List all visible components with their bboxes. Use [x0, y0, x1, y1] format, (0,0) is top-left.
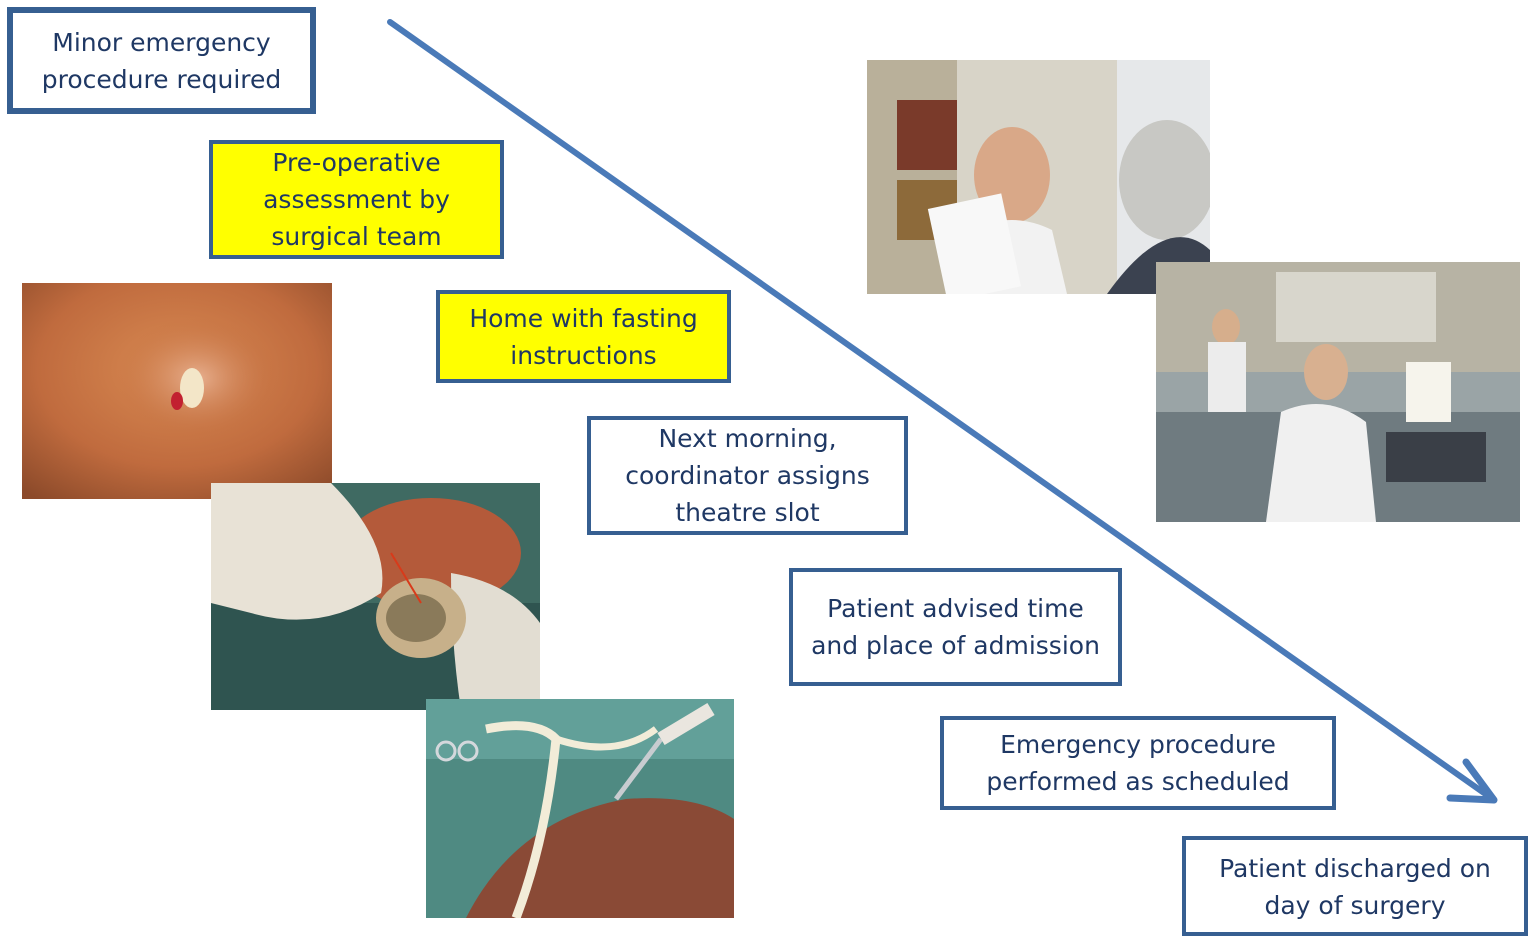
step-minor-emergency-text: Minor emergency procedure required [41, 27, 282, 94]
step-procedure-performed-text: Emergency procedure performed as schedul… [986, 730, 1290, 796]
photo-doctor-consultation [867, 60, 1210, 294]
step-home-fasting-text: Home with fasting instructions [469, 303, 698, 370]
step-home-fasting: Home with fasting instructions [436, 290, 731, 383]
step-minor-emergency: Minor emergency procedure required [7, 7, 316, 114]
step-coordinator-assigns-text: Next morning, coordinator assigns theatr… [625, 424, 870, 527]
photo-coordinator-phone [1156, 262, 1520, 522]
step-pre-op-assessment: Pre-operative assessment by surgical tea… [209, 140, 504, 259]
step-patient-advised: Patient advised time and place of admiss… [789, 568, 1122, 686]
step-patient-advised-text: Patient advised time and place of admiss… [811, 594, 1100, 660]
photo-skin-abscess [22, 283, 332, 499]
step-patient-discharged: Patient discharged on day of surgery [1182, 836, 1528, 936]
photo-surgery-drain [426, 699, 734, 918]
timeline-arrowhead [1446, 758, 1498, 804]
step-coordinator-assigns: Next morning, coordinator assigns theatr… [587, 416, 908, 535]
step-patient-discharged-text: Patient discharged on day of surgery [1219, 854, 1491, 920]
step-procedure-performed: Emergency procedure performed as schedul… [940, 716, 1336, 810]
photo-surgery-incision [211, 483, 540, 710]
step-pre-op-assessment-text: Pre-operative assessment by surgical tea… [263, 148, 450, 251]
